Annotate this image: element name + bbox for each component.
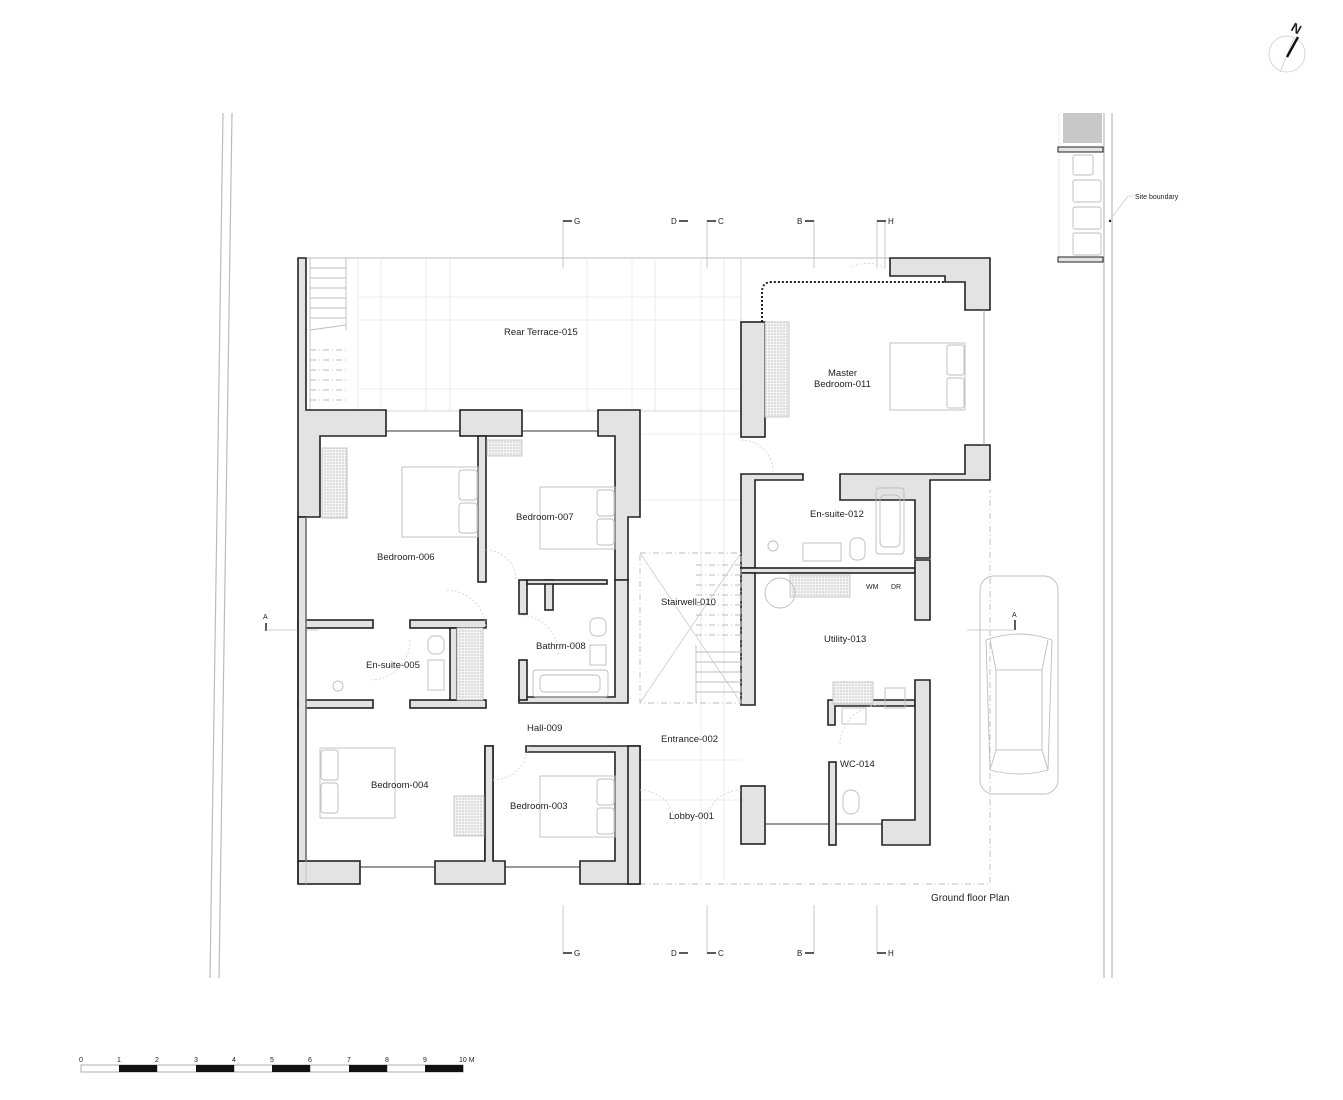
scale-bar: 0 1 2 3 4 5 6 7 8 9 10 M [79,1057,475,1073]
curtain-track [761,281,945,322]
room-label-bedroom-006: Bedroom-006 [377,552,435,563]
section-marks-bottom [562,905,878,953]
bathroom-fixtures [332,487,906,815]
site-outline [640,490,991,885]
north-label: N [1288,20,1304,38]
svg-text:3: 3 [194,1057,198,1064]
svg-text:6: 6 [308,1057,312,1064]
section-mark-d-top: D [671,217,677,226]
beds [319,342,966,838]
section-mark-c-top: C [718,217,724,226]
svg-text:A: A [1012,612,1017,619]
svg-text:8: 8 [385,1057,389,1064]
room-label-wc-014: WC-014 [840,759,875,770]
svg-text:7: 7 [347,1057,351,1064]
appliance-label-wm: WM [866,584,879,591]
room-labels: Rear Terrace-015 Master Bedroom-011 Bedr… [366,327,901,822]
room-label-en-suite-012: En-suite-012 [810,509,864,520]
site-boundary-right: Site boundary [1057,113,1179,978]
section-mark-d-bottom: D [671,949,677,958]
svg-text:9: 9 [423,1057,427,1064]
svg-text:4: 4 [232,1057,236,1064]
windows [360,310,985,868]
room-label-utility-013: Utility-013 [824,634,866,645]
stairwell-stairs [639,552,742,704]
room-label-rear-terrace-015: Rear Terrace-015 [504,327,578,338]
room-label-hall-009: Hall-009 [527,723,562,734]
drawing-title: Ground floor Plan [931,893,1009,904]
site-boundary-left [209,112,233,979]
appliance-label-dr: DR [891,584,901,591]
section-mark-a-left: A [263,614,318,631]
svg-text:2: 2 [155,1057,159,1064]
room-label-bathrm-008: Bathrm-008 [536,641,586,652]
walls [297,257,991,885]
section-mark-h-top: H [888,217,894,226]
car-icon [979,575,1059,795]
section-marks-top [562,220,886,268]
room-label-bedroom-004: Bedroom-004 [371,780,429,791]
section-mark-b-top: B [797,217,802,226]
svg-text:A: A [263,614,268,621]
terrace-paving [297,257,990,880]
room-label-master-bedroom-line1: Master [828,368,857,379]
svg-text:10 M: 10 M [459,1057,475,1064]
svg-text:0: 0 [79,1057,83,1064]
room-label-bedroom-003: Bedroom-003 [510,801,568,812]
room-label-en-suite-005: En-suite-005 [366,660,420,671]
section-mark-c-bottom: C [718,949,724,958]
section-mark-h-bottom: H [888,949,894,958]
room-label-lobby-001: Lobby-001 [669,811,714,822]
room-label-stairwell-010: Stairwell-010 [661,597,716,608]
room-label-entrance-002: Entrance-002 [661,734,718,745]
section-mark-g-bottom: G [574,949,580,958]
door-swings [369,262,886,826]
svg-text:5: 5 [270,1057,274,1064]
room-label-master-bedroom-011: Bedroom-011 [814,379,871,390]
north-arrow-icon: N [1268,20,1306,73]
section-mark-a-right: A [967,612,1017,631]
section-mark-b-bottom: B [797,949,802,958]
svg-text:1: 1 [117,1057,121,1064]
room-label-bedroom-007: Bedroom-007 [516,512,574,523]
site-boundary-label: Site boundary [1135,194,1179,201]
wardrobes [321,321,874,837]
section-mark-g-top: G [574,217,580,226]
